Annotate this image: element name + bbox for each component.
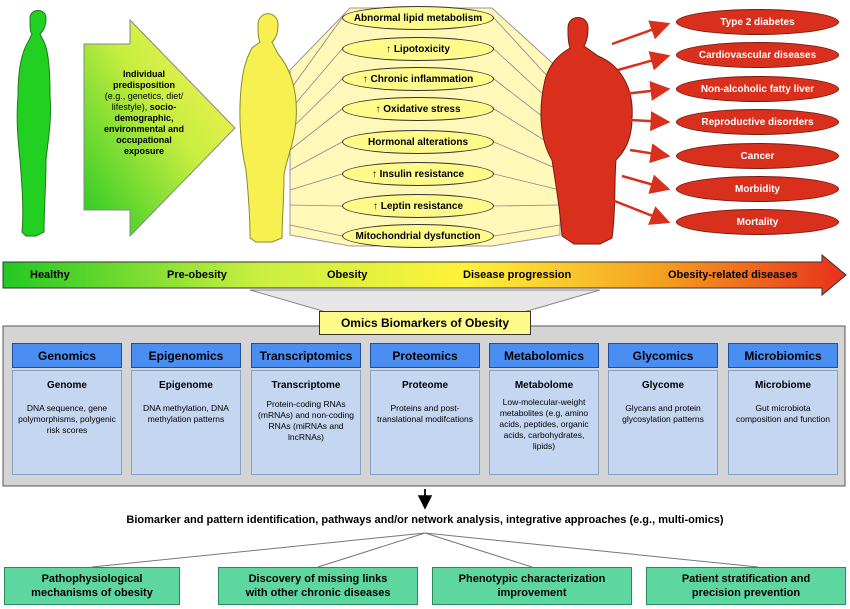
omics-ome: Glycome (641, 380, 685, 391)
omics-card-transcriptomics: Transcriptome Protein-coding RNAs (mRNAs… (251, 370, 361, 475)
predisposition-line-1: Individual (122, 69, 165, 79)
predisposition-arrow (83, 18, 236, 238)
omics-ome: Proteome (401, 380, 449, 391)
mechanism-item: Abnormal lipid metabolism (342, 6, 494, 30)
mechanism-item: ↑ Chronic inflammation (342, 67, 494, 91)
omics-header-proteomics: Proteomics (370, 343, 480, 368)
application-line: Discovery of missing links (248, 573, 388, 585)
predisposition-line-2: predisposition (112, 80, 175, 90)
application-box: Pathophysiological mechanisms of obesity (4, 567, 180, 605)
application-line: Patient stratification and (681, 573, 811, 585)
preobese-figure (239, 13, 297, 243)
predisposition-line-3: (e.g., genetics, diet/ (104, 91, 184, 101)
mechanism-item: ↑ Lipotoxicity (342, 37, 494, 61)
omics-header-metabolomics: Metabolomics (489, 343, 599, 368)
application-line: with other chronic diseases (245, 587, 391, 599)
omics-title: Omics Biomarkers of Obesity (319, 311, 531, 335)
application-line: Pathophysiological (41, 573, 143, 585)
predisposition-line-6: environmental and (103, 124, 184, 134)
omics-card-epigenomics: Epigenome DNA methylation, DNA methylati… (131, 370, 241, 475)
omics-header-glycomics: Glycomics (608, 343, 718, 368)
predisposition-line-4: lifestyle), (111, 102, 148, 112)
omics-desc: Gut microbiota composition and function (735, 403, 831, 424)
omics-header-microbiomics: Microbiomics (728, 343, 838, 368)
application-connectors (91, 532, 759, 568)
application-box: Patient stratification and precision prev… (646, 567, 846, 605)
outcome-arrows (611, 20, 671, 225)
omics-desc: DNA methylation, DNA methylation pattern… (143, 403, 229, 424)
omics-header-epigenomics: Epigenomics (131, 343, 241, 368)
progression-bar (2, 253, 847, 297)
stage-label-disease-progression: Disease progression (463, 269, 572, 281)
predisposition-text: Individual predisposition (e.g., genetic… (88, 69, 200, 157)
predisposition-line-8: exposure (123, 146, 165, 156)
outcome-item: Cancer (676, 143, 839, 169)
stage-label-healthy: Healthy (30, 269, 70, 281)
application-box: Phenotypic characterization improvement (432, 567, 632, 605)
mechanism-item: ↑ Oxidative stress (342, 97, 494, 121)
omics-header-transcriptomics: Transcriptomics (251, 343, 361, 368)
omics-ome: Genome (46, 380, 87, 391)
omics-ome: Microbiome (754, 380, 812, 391)
omics-card-genomics: Genome DNA sequence, gene polymorphisms,… (12, 370, 122, 475)
healthy-figure (16, 10, 52, 237)
omics-desc: Glycans and protein glycosylation patter… (622, 403, 704, 424)
omics-ome: Transcriptome (271, 380, 341, 391)
omics-card-metabolomics: Metabolome Low-molecular-weight metaboli… (489, 370, 599, 475)
outcome-item: Mortality (676, 209, 839, 235)
omics-desc: DNA sequence, gene polymorphisms, polyge… (18, 403, 116, 435)
omics-card-glycomics: Glycome Glycans and protein glycosylatio… (608, 370, 718, 475)
omics-header-genomics: Genomics (12, 343, 122, 368)
outcome-item: Cardiovascular diseases (676, 42, 839, 68)
omics-desc: Protein-coding RNAs (mRNAs) and non-codi… (258, 399, 354, 442)
predisposition-line-5: demographic, (114, 113, 174, 123)
application-box: Discovery of missing links with other chr… (218, 567, 418, 605)
application-line: Phenotypic characterization (458, 573, 606, 585)
stage-label-obesity: Obesity (327, 269, 368, 281)
omics-desc: Low-molecular-weight metabolites (e.g, a… (499, 397, 589, 451)
mechanism-item: ↑ Leptin resistance (342, 194, 494, 218)
stage-label-preobesity: Pre-obesity (167, 269, 227, 281)
application-line: improvement (497, 587, 567, 599)
mechanism-item: Mitochondrial dysfunction (342, 224, 494, 248)
application-line: precision prevention (691, 587, 801, 599)
stage-label-obesity-related: Obesity-related diseases (668, 269, 798, 281)
omics-ome: Epigenome (159, 380, 213, 391)
outcome-item: Non-alcoholic fatty liver (676, 76, 839, 102)
outcome-item: Type 2 diabetes (676, 9, 839, 35)
mechanism-item: Hormonal alterations (342, 130, 494, 154)
mechanism-item: ↑ Insulin resistance (342, 162, 494, 186)
omics-card-microbiomics: Microbiome Gut microbiota composition an… (728, 370, 838, 475)
obese-figure (540, 17, 633, 245)
omics-ome: Metabolome (514, 380, 574, 391)
application-line: mechanisms of obesity (31, 587, 153, 599)
outcome-item: Reproductive disorders (676, 109, 839, 135)
omics-connector (249, 289, 601, 313)
outcome-item: Morbidity (676, 176, 839, 202)
predisposition-line-4b: socio- (147, 102, 177, 112)
predisposition-line-7: occupational (116, 135, 172, 145)
analysis-text: Biomarker and pattern identification, pa… (126, 514, 724, 526)
omics-card-proteomics: Proteome Proteins and post-translational… (370, 370, 480, 475)
omics-desc: Proteins and post-translational modifcat… (377, 403, 473, 424)
